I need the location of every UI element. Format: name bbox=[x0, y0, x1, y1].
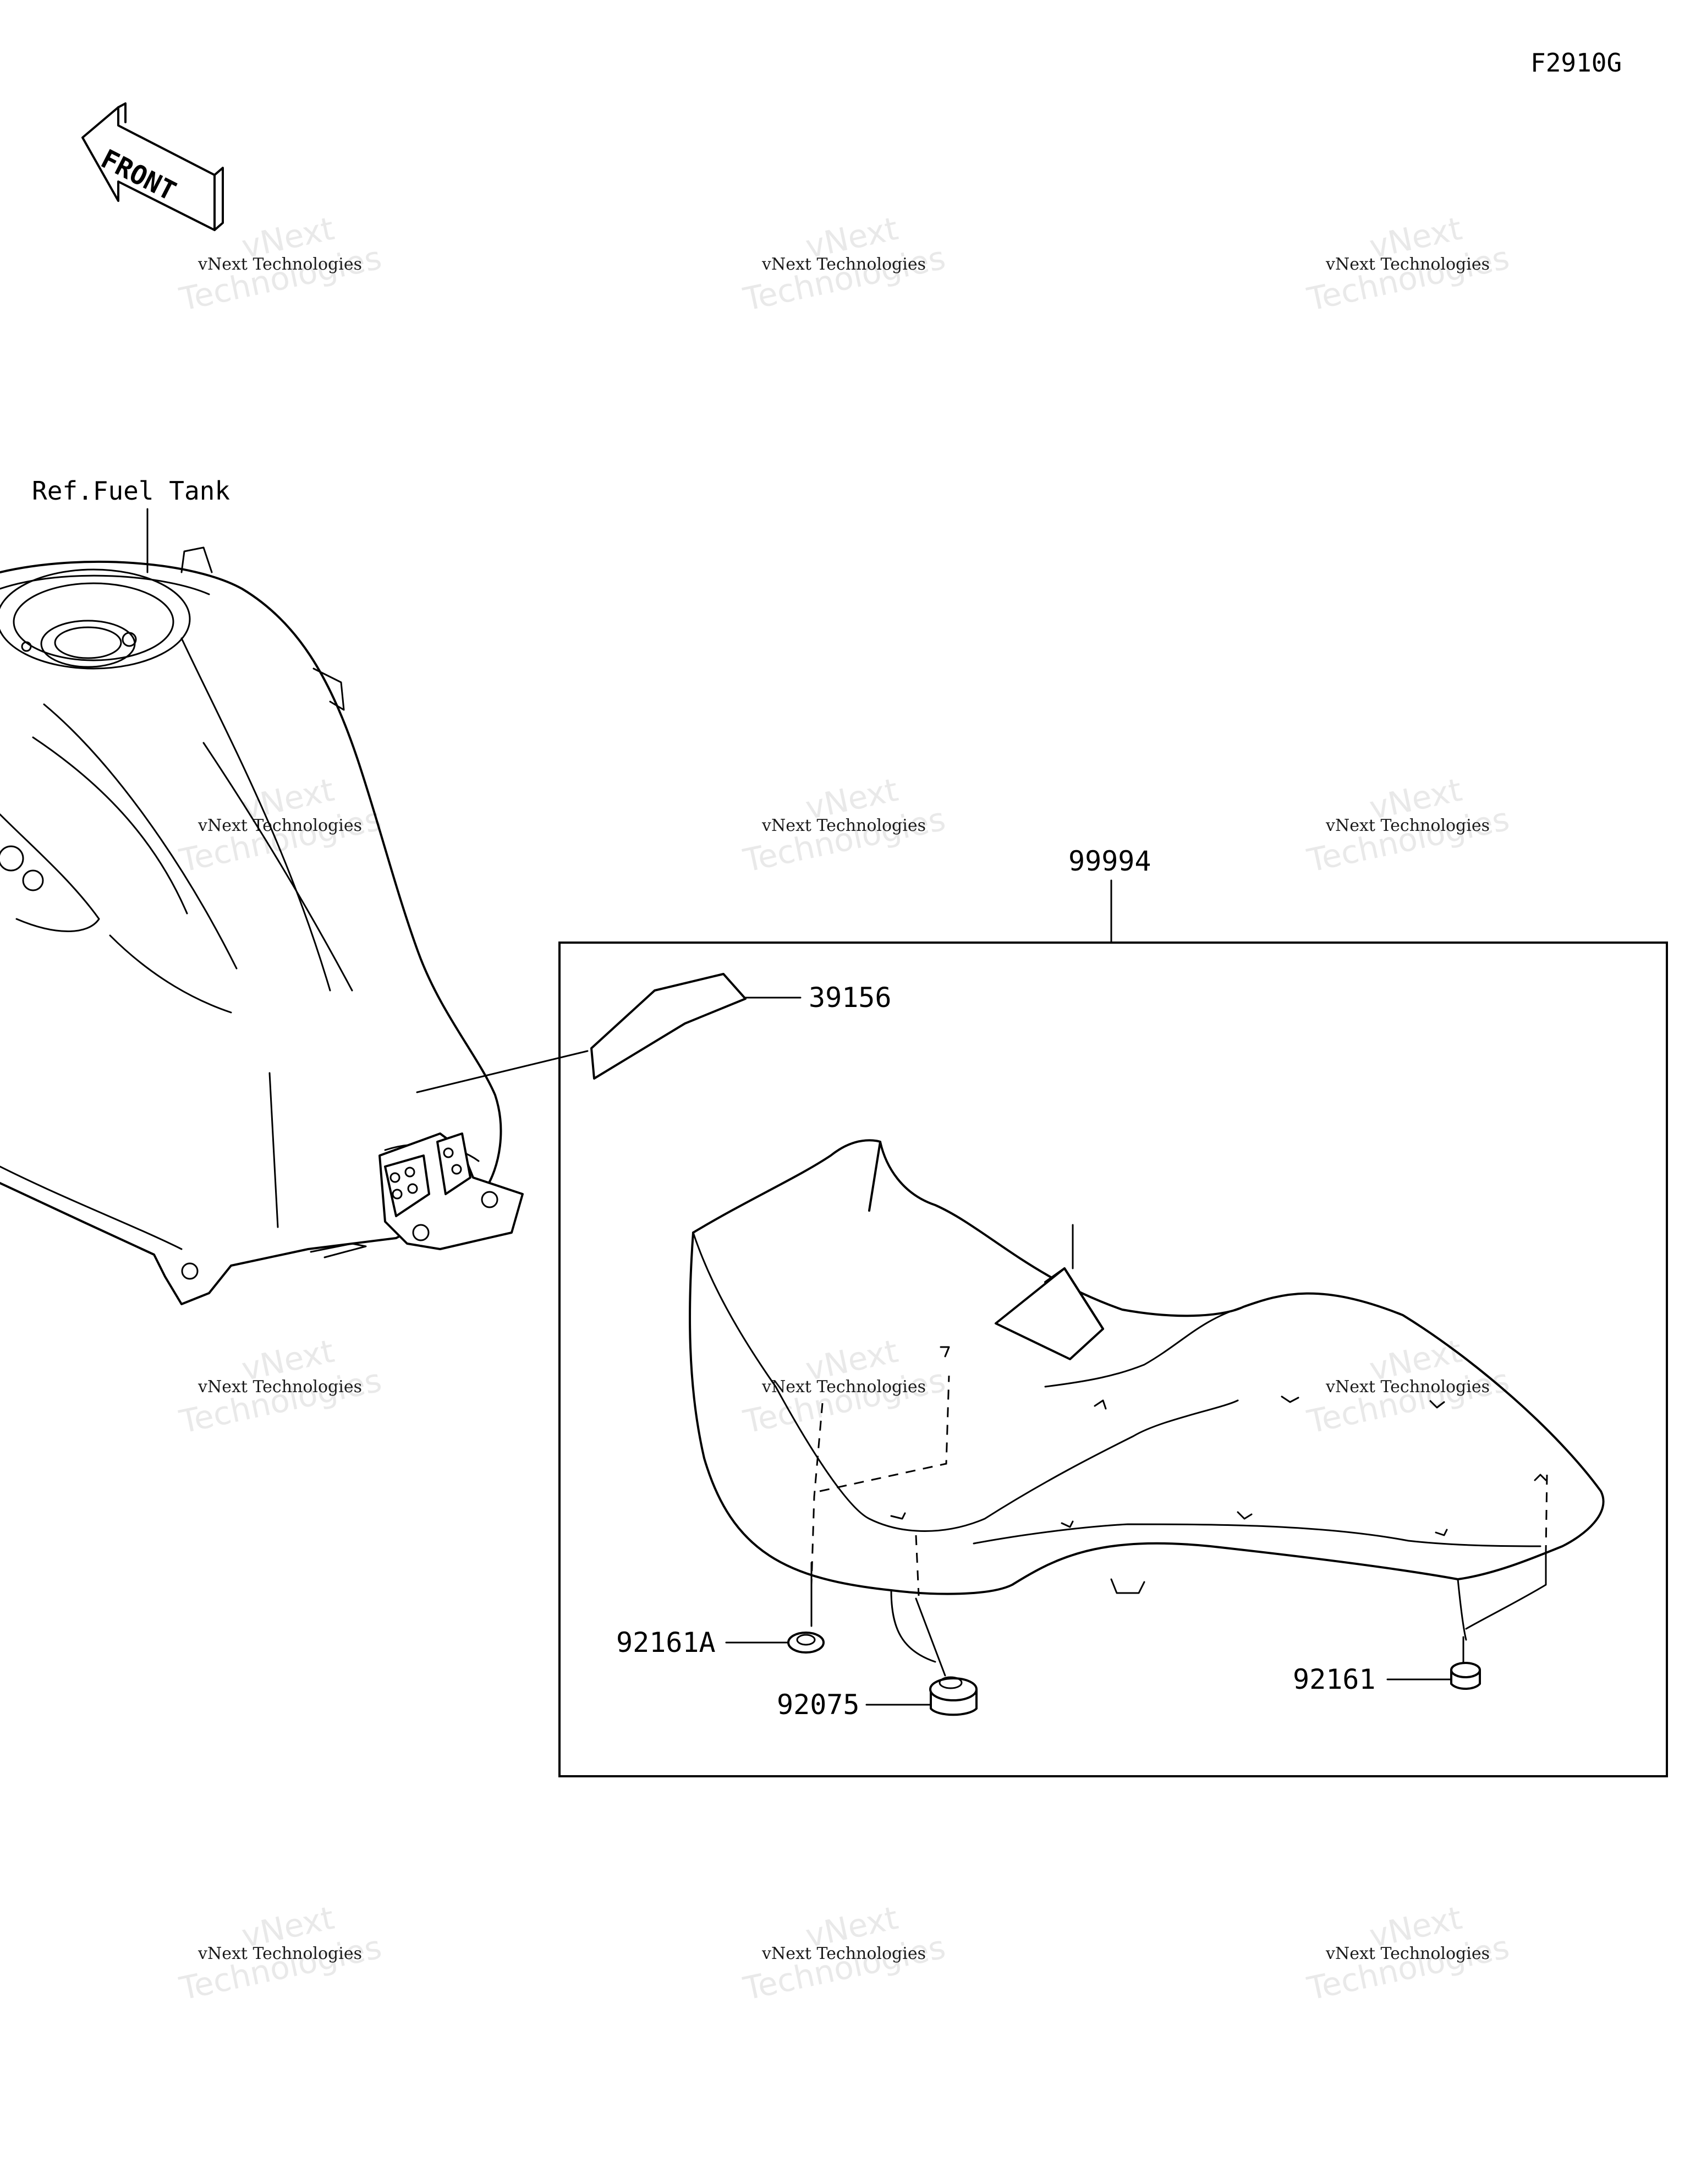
decal-callout: 39156 bbox=[809, 982, 892, 1014]
ref-fuel-tank-label: Ref.Fuel Tank bbox=[32, 476, 230, 506]
watermark-caption: vNext Technologies bbox=[197, 816, 362, 835]
watermark-caption: vNext Technologies bbox=[761, 1377, 926, 1397]
damper-callout: 92075 bbox=[777, 1689, 860, 1721]
front-arrow: FRONT bbox=[81, 102, 224, 231]
seat bbox=[689, 1139, 1605, 1663]
watermark-caption: vNext Technologies bbox=[1325, 255, 1490, 274]
watermark-caption: vNext Technologies bbox=[1325, 816, 1490, 835]
watermark-caption: vNext Technologies bbox=[761, 816, 926, 835]
fuel-tank bbox=[0, 546, 524, 1305]
assembly-label: 99994 bbox=[1068, 845, 1151, 877]
watermark-caption: vNext Technologies bbox=[197, 1377, 362, 1397]
decal-shape bbox=[590, 973, 747, 1080]
watermark-caption: vNext Technologies bbox=[761, 1944, 926, 1963]
watermark-caption: vNext Technologies bbox=[197, 1944, 362, 1963]
watermark-caption: vNext Technologies bbox=[1325, 1377, 1490, 1397]
watermark-caption: vNext Technologies bbox=[761, 255, 926, 274]
decal-tank-leader bbox=[416, 1050, 589, 1093]
damper-leader-top bbox=[915, 1597, 946, 1677]
grommet-callout: 92161 bbox=[1293, 1663, 1376, 1695]
assembly-box bbox=[558, 942, 1668, 1777]
grommet-a-callout: 92161A bbox=[616, 1627, 716, 1658]
figure-code: F2910G bbox=[1530, 48, 1622, 78]
watermark-caption: vNext Technologies bbox=[1325, 1944, 1490, 1963]
watermark-caption: vNext Technologies bbox=[197, 255, 362, 274]
